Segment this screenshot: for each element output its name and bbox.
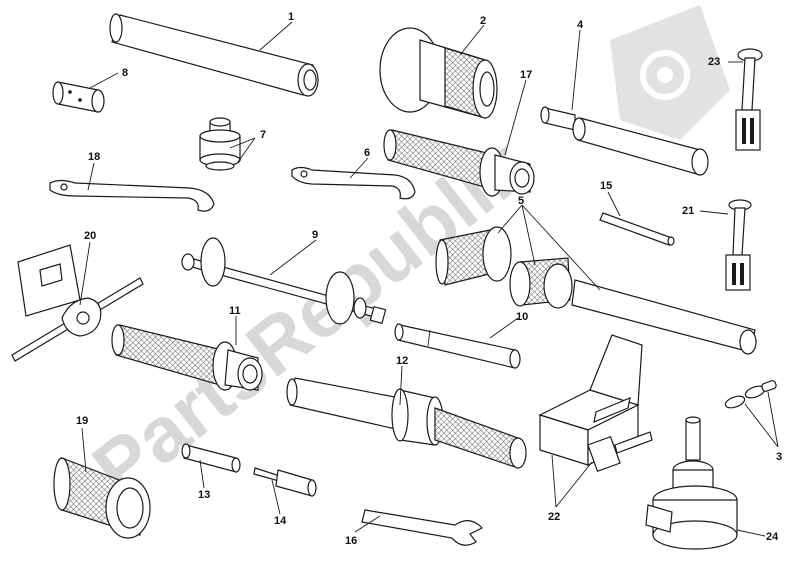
part-16-wrench (361, 509, 483, 546)
part-17-knurled-tube (383, 129, 535, 197)
leader-lines (79, 21, 779, 537)
callout-2: 2 (480, 15, 486, 27)
callout-6: 6 (364, 147, 370, 159)
callout-1: 1 (288, 11, 294, 23)
part-12-collar-tube (286, 377, 527, 469)
callout-17: 17 (520, 69, 532, 81)
part-18-hook-spanner (49, 179, 215, 212)
part-3-chain-links (724, 380, 777, 409)
part-10-stepped-pin (394, 323, 521, 369)
callout-20: 20 (84, 230, 96, 242)
part-6-hook-spanner (291, 166, 416, 200)
callout-13: 13 (198, 489, 210, 501)
callout-19: 19 (76, 415, 88, 427)
callout-3: 3 (776, 451, 782, 463)
callout-7: 7 (260, 129, 266, 141)
callout-10: 10 (516, 311, 528, 323)
part-21-terminal-tool (725, 199, 752, 291)
gear-icon (610, 5, 730, 140)
callout-24: 24 (766, 531, 779, 543)
part-14-punch (253, 467, 317, 497)
callout-9: 9 (312, 229, 318, 241)
part-5-knurled-set (435, 226, 757, 355)
part-8-bushing (52, 81, 105, 113)
callouts: 1 2 3 4 5 6 7 8 9 10 11 12 13 14 15 16 1… (76, 11, 782, 547)
part-20-plate-tool (11, 244, 144, 362)
part-24-fixture (645, 416, 738, 550)
callout-5: 5 (518, 195, 524, 207)
part-1-tube (109, 13, 319, 97)
part-13-small-pin (181, 443, 241, 473)
part-19-knurled-nut (53, 457, 151, 539)
callout-16: 16 (345, 535, 357, 547)
callout-15: 15 (600, 180, 612, 192)
callout-11: 11 (229, 305, 241, 317)
part-11-knurled-tube (111, 324, 263, 391)
callout-12: 12 (396, 355, 408, 367)
part-2-flanged-tool (379, 27, 498, 119)
part-23-terminal-tool (735, 48, 763, 151)
callout-21: 21 (682, 205, 694, 217)
part-15-pin (599, 212, 675, 246)
callout-14: 14 (274, 515, 287, 527)
part-7-adapter (199, 117, 241, 171)
part-22-tool-case (538, 334, 653, 473)
part-4-puller (540, 106, 709, 176)
callout-18: 18 (88, 151, 100, 163)
callout-23: 23 (708, 56, 720, 68)
callout-4: 4 (577, 19, 584, 31)
callout-22: 22 (548, 511, 560, 523)
callout-8: 8 (122, 67, 128, 79)
part-9-rod-assembly (181, 237, 387, 325)
